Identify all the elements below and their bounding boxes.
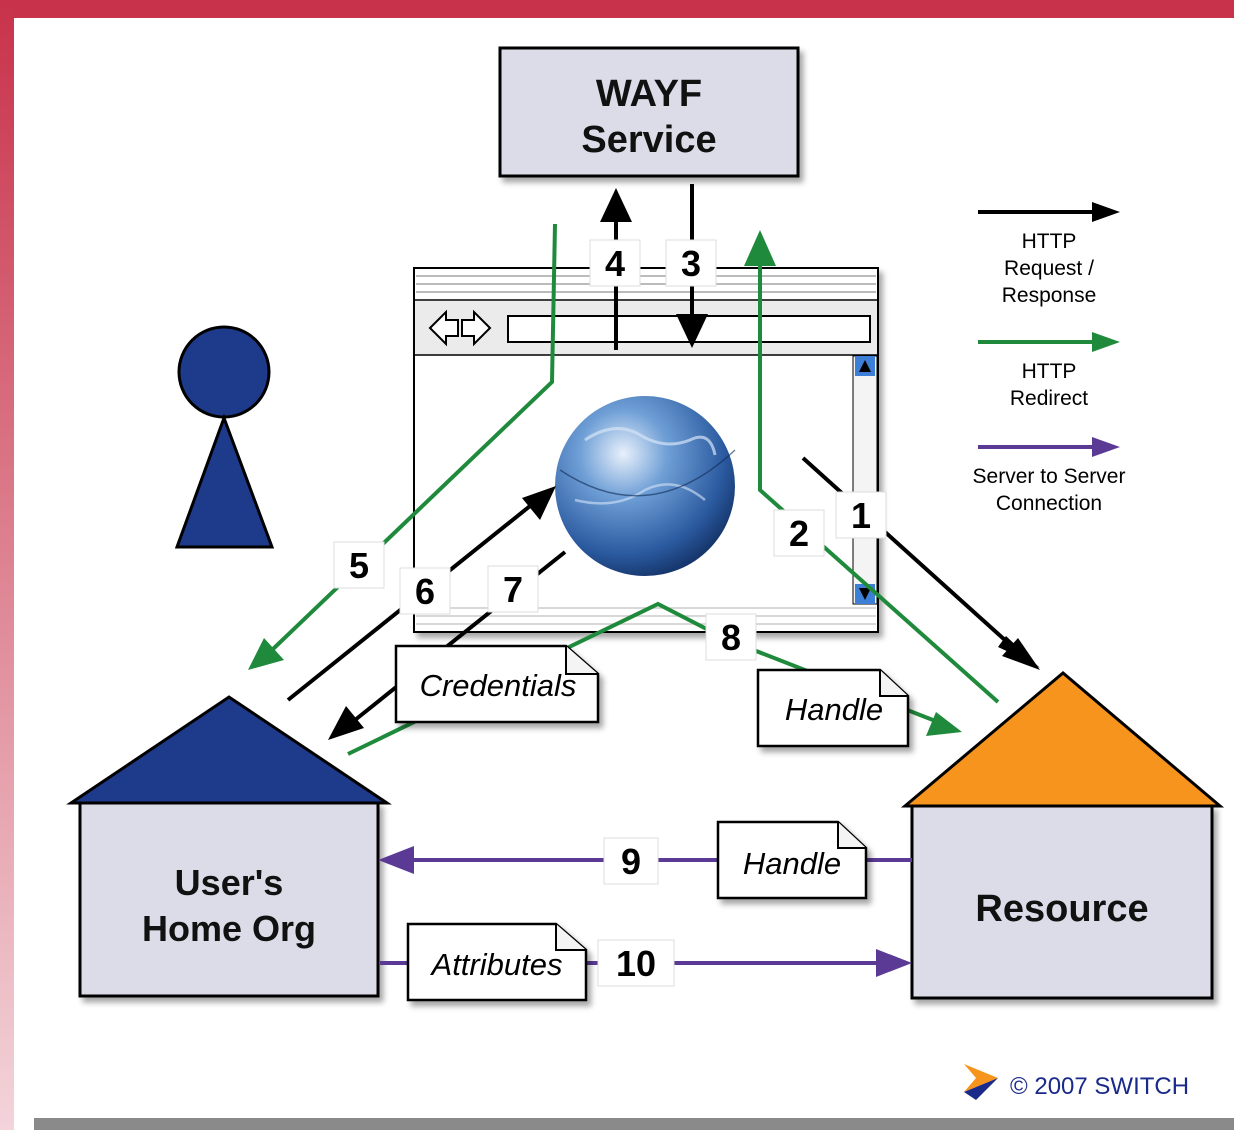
handle-note-server <box>716 820 868 900</box>
globe-icon <box>555 396 736 576</box>
svg-text:4: 4 <box>605 243 625 284</box>
svg-text:7: 7 <box>503 569 523 610</box>
bottom-bar <box>34 1118 1234 1130</box>
step-label-3: 3 <box>665 239 717 287</box>
scroll-down-icon[interactable] <box>855 584 875 604</box>
step-label-2: 2 <box>773 509 825 557</box>
back-arrow-icon[interactable] <box>428 309 459 347</box>
handle-label-browser: Handle <box>785 692 883 727</box>
svg-text:1: 1 <box>851 495 871 536</box>
arrow-step-1 <box>801 456 1040 670</box>
top-border <box>0 0 1234 18</box>
legend-http-request: HTTP Request / Response <box>978 202 1120 307</box>
wayf-service-box <box>498 46 800 178</box>
handle-note-browser <box>756 668 910 748</box>
browser-titlebar <box>414 275 878 301</box>
step-label-8: 8 <box>705 613 757 661</box>
legend-http-redirect-line1: HTTP <box>1022 360 1077 383</box>
step-label-9: 9 <box>603 837 659 885</box>
legend-server-to-server: Server to Server Connection <box>973 437 1126 515</box>
wayf-title-line2: Service <box>581 119 716 161</box>
resource-roof <box>900 671 1225 808</box>
copyright-text: © 2007 SWITCH <box>1010 1073 1189 1100</box>
scroll-up-icon[interactable] <box>855 356 875 376</box>
legend-server-to-server-line1: Server to Server <box>973 465 1126 488</box>
step-label-5: 5 <box>333 541 385 589</box>
resource-label: Resource <box>975 888 1148 930</box>
handle-label-server: Handle <box>743 846 841 881</box>
resource-box <box>910 804 1214 1000</box>
step-label-10: 10 <box>597 939 675 987</box>
home-org-label-line1: User's <box>175 862 284 903</box>
home-org-box <box>78 801 380 998</box>
step-label-6: 6 <box>399 567 451 615</box>
home-org-label-line2: Home Org <box>142 908 316 949</box>
svg-text:8: 8 <box>721 617 741 658</box>
wayf-title-line1: WAYF <box>596 73 702 115</box>
step-label-4: 4 <box>589 239 641 287</box>
arrow-step-2 <box>744 230 1000 704</box>
legend-http-request-line2: Request / <box>1004 257 1094 280</box>
svg-text:10: 10 <box>616 943 656 984</box>
step-label-7: 7 <box>487 565 539 613</box>
legend-http-request-line3: Response <box>1002 284 1097 307</box>
scrollbar-track[interactable] <box>852 355 878 605</box>
svg-text:6: 6 <box>415 571 435 612</box>
legend-http-redirect-line2: Redirect <box>1010 387 1088 410</box>
switch-logo-icon <box>964 1064 998 1100</box>
attributes-note <box>406 922 588 1002</box>
step-label-1: 1 <box>835 491 887 539</box>
left-border <box>0 0 14 1130</box>
svg-text:5: 5 <box>349 545 369 586</box>
svg-text:3: 3 <box>681 243 701 284</box>
svg-text:2: 2 <box>789 513 809 554</box>
svg-text:9: 9 <box>621 841 641 882</box>
legend-server-to-server-line2: Connection <box>996 492 1102 515</box>
legend: HTTP Request / Response HTTP Redirect Se… <box>973 202 1126 515</box>
attributes-label: Attributes <box>430 947 563 982</box>
forward-arrow-icon[interactable] <box>461 309 492 347</box>
legend-http-request-line1: HTTP <box>1022 230 1077 253</box>
credentials-label: Credentials <box>420 668 577 703</box>
user-figure-icon <box>174 325 275 549</box>
home-org-roof <box>66 695 392 805</box>
legend-http-redirect: HTTP Redirect <box>978 332 1120 410</box>
credentials-note <box>394 644 600 724</box>
